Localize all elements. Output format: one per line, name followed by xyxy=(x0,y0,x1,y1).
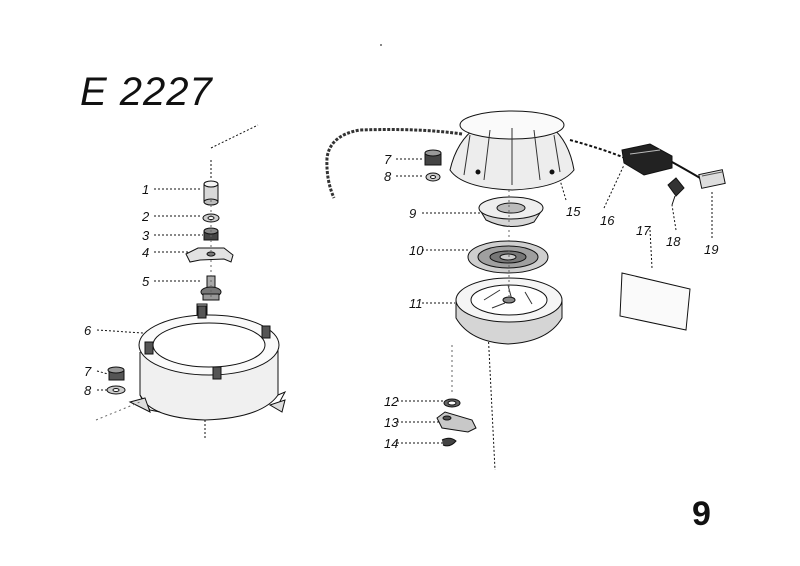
part-7-nut-left xyxy=(107,366,125,381)
part-3-nut xyxy=(203,227,219,241)
callout-18: 18 xyxy=(666,234,681,249)
part-8-washer-left xyxy=(106,385,126,395)
callout-1: 1 xyxy=(142,182,150,197)
callout-2: 2 xyxy=(142,209,150,224)
callout-5: 5 xyxy=(142,274,150,289)
callout-8-left: 8 xyxy=(84,383,92,398)
part-15-cover xyxy=(449,110,575,191)
part-12-ring xyxy=(443,398,461,408)
starter-rope xyxy=(325,128,463,199)
cable xyxy=(569,139,626,159)
callout-9: 9 xyxy=(409,206,417,221)
part-17-label-plate xyxy=(619,272,691,331)
callout-7-left: 7 xyxy=(84,364,92,379)
callout-7-right: 7 xyxy=(384,152,392,167)
part-9-pulley-cap xyxy=(478,196,544,227)
part-4-plate xyxy=(185,247,234,263)
assembly-axes xyxy=(95,190,510,421)
leader-lines-right xyxy=(380,44,713,471)
part-18-terminal xyxy=(667,177,685,206)
part-16-connector xyxy=(621,143,673,176)
callout-12: 12 xyxy=(384,394,399,409)
callout-15: 15 xyxy=(566,204,581,219)
part-13-pawl xyxy=(436,411,477,433)
callout-10: 10 xyxy=(409,243,424,258)
part-14-clip xyxy=(441,437,457,447)
callout-19: 19 xyxy=(704,242,719,257)
leader-lines-left xyxy=(96,124,259,428)
part-7-nut-right xyxy=(424,149,442,166)
cable-right xyxy=(671,161,701,179)
part-19-plug xyxy=(698,169,726,189)
part-6-housing xyxy=(128,305,287,440)
model-title: E 2227 xyxy=(80,70,213,114)
callout-14: 14 xyxy=(384,436,399,451)
callout-11: 11 xyxy=(409,296,423,311)
part-11-pulley xyxy=(455,277,563,345)
callout-3: 3 xyxy=(142,228,150,243)
callout-16: 16 xyxy=(600,213,615,228)
callout-8-right: 8 xyxy=(384,169,392,184)
callout-17: 17 xyxy=(636,223,651,238)
part-8-washer-right xyxy=(425,172,441,182)
callout-6: 6 xyxy=(84,323,92,338)
callout-4: 4 xyxy=(142,245,150,260)
part-10-spring xyxy=(467,240,549,274)
callout-13: 13 xyxy=(384,415,399,430)
page-number: 9 xyxy=(692,495,711,533)
